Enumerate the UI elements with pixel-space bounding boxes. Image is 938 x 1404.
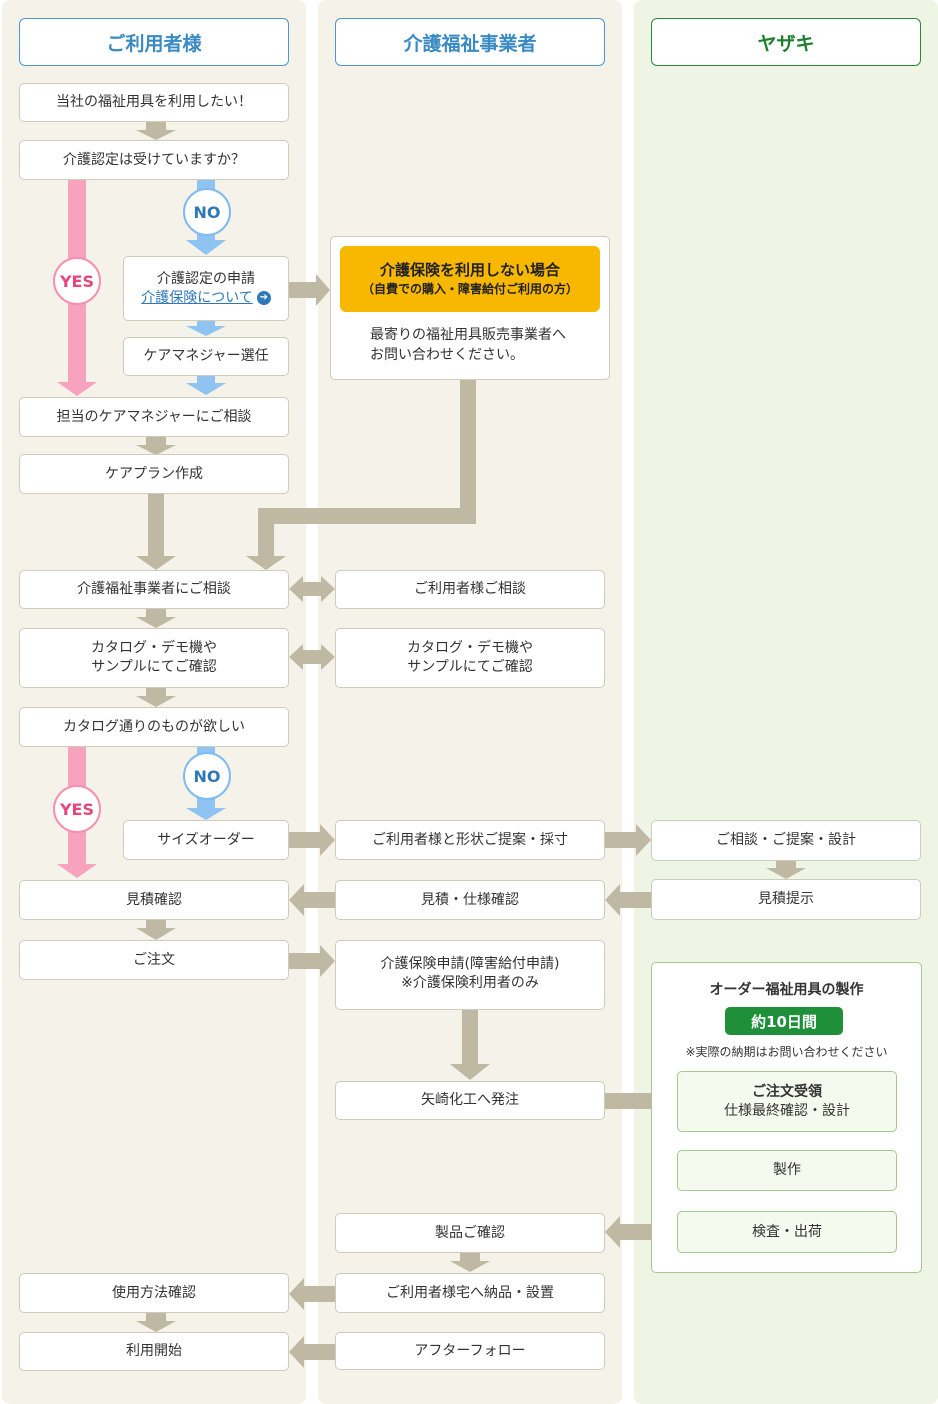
arrow-left — [605, 884, 651, 916]
arrow-right-circle-icon[interactable]: ➔ — [256, 290, 271, 305]
step-user-catalog-check: カタログ・デモ機や サンプルにてご確認 — [19, 628, 289, 688]
step-inspect-ship: 検査・出荷 — [677, 1211, 897, 1253]
no-insurance-note-1: 最寄りの福祉用具販売事業者へ — [370, 327, 566, 343]
biz-catalog-line-2: サンプルにてご確認 — [407, 659, 533, 675]
final-spec-label: 仕様最終確認・設計 — [724, 1102, 850, 1119]
duration-note: ※実際の納期はお問い合わせください — [685, 1045, 888, 1059]
arrow-down — [136, 1313, 176, 1332]
insurance-link-wrap[interactable]: 介護保険について➔ — [141, 289, 271, 308]
arrow-down — [136, 437, 176, 455]
step-care-plan: ケアプラン作成 — [19, 454, 289, 494]
no-insurance-subtitle: （自費での購入・障害給付ご利用の方） — [361, 282, 578, 296]
arrow-elbow — [246, 380, 476, 570]
insurance-apply-line-1: 介護保険申請(障害給付申請) — [380, 956, 560, 972]
insurance-link[interactable]: 介護保険について — [141, 289, 253, 306]
no-insurance-note: 最寄りの福祉用具販売事業者へ お問い合わせください。 — [350, 325, 600, 365]
step-certified-question: 介護認定は受けていますか？ — [19, 140, 289, 180]
biz-after-follow: アフターフォロー — [335, 1332, 605, 1370]
gray-arrows — [136, 122, 806, 1368]
yazaki-consult-design: ご相談・ご提案・設計 — [651, 820, 921, 861]
arrow-double — [289, 644, 335, 670]
arrow-down — [136, 688, 176, 707]
arrow-left — [289, 1336, 335, 1368]
biz-catalog-line-1: カタログ・デモ機や — [407, 640, 533, 656]
arrow-down — [136, 122, 176, 140]
duration-badge: 約10日間 — [725, 1007, 843, 1035]
biz-product-check: 製品ご確認 — [335, 1213, 605, 1253]
catalog-line-2: サンプルにてご確認 — [91, 659, 217, 675]
lane-business — [318, 0, 622, 1404]
step-want-catalog: カタログ通りのものが欲しい — [19, 707, 289, 747]
step-apply-certification: 介護認定の申請 介護保険について➔ — [123, 256, 289, 321]
arrow-right — [289, 274, 330, 306]
biz-order-yazaki: 矢崎化工へ発注 — [335, 1081, 605, 1120]
arrow-right — [289, 824, 335, 856]
step-order-received: ご注文受領 仕様最終確認・設計 — [677, 1071, 897, 1132]
yes-badge: YES — [53, 257, 101, 305]
biz-user-consult: ご利用者様ご相談 — [335, 570, 605, 609]
step-consult-business: 介護福祉事業者にご相談 — [19, 570, 289, 609]
arrow-left — [289, 1278, 335, 1310]
order-received-label: ご注文受領 — [752, 1083, 822, 1100]
arrow-right — [289, 945, 335, 977]
lane-header-yazaki: ヤザキ — [651, 18, 921, 66]
no-badge: NO — [183, 752, 231, 800]
yazaki-estimate: 見積提示 — [651, 879, 921, 920]
step-want-use: 当社の福祉用具を利用したい！ — [19, 83, 289, 122]
step-order: ご注文 — [19, 940, 289, 980]
step-usage-confirm: 使用方法確認 — [19, 1273, 289, 1313]
no-insurance-header: 介護保険を利用しない場合 （自費での購入・障害給付ご利用の方） — [340, 246, 600, 312]
biz-estimate-spec: 見積・仕様確認 — [335, 880, 605, 920]
no-arrow — [186, 376, 226, 395]
step-size-order: サイズオーダー — [123, 820, 289, 860]
step-manufacture: 製作 — [677, 1150, 897, 1191]
arrow-right — [605, 824, 651, 856]
no-badge: NO — [183, 188, 231, 236]
biz-catalog-check: カタログ・デモ機や サンプルにてご確認 — [335, 628, 605, 688]
arrow-double — [289, 576, 335, 602]
production-title: オーダー福祉用具の製作 — [709, 982, 864, 998]
arrow-down — [766, 861, 806, 879]
step-select-care-manager: ケアマネジャー選任 — [123, 337, 289, 376]
apply-cert-label: 介護認定の申請 — [157, 270, 255, 287]
no-arrow — [186, 321, 226, 336]
arrow-down — [136, 609, 176, 628]
step-consult-care-manager: 担当のケアマネジャーにご相談 — [19, 397, 289, 437]
no-insurance-note-2: お問い合わせください。 — [370, 347, 524, 363]
no-insurance-title: 介護保険を利用しない場合 — [379, 261, 560, 279]
arrow-down — [136, 494, 176, 570]
lane-header-user: ご利用者様 — [19, 18, 289, 66]
biz-insurance-apply: 介護保険申請(障害給付申請) ※介護保険利用者のみ — [335, 940, 605, 1010]
arrow-down — [450, 1253, 490, 1272]
arrow-down — [450, 1010, 490, 1080]
arrow-left — [289, 884, 335, 916]
step-estimate-confirm: 見積確認 — [19, 880, 289, 920]
lane-header-business: 介護福祉事業者 — [335, 18, 605, 66]
insurance-apply-line-2: ※介護保険利用者のみ — [401, 975, 539, 991]
step-start-use: 利用開始 — [19, 1332, 289, 1371]
biz-proposal: ご利用者様と形状ご提案・採寸 — [335, 820, 605, 860]
catalog-line-1: カタログ・デモ機や — [91, 640, 217, 656]
arrow-down — [136, 920, 176, 940]
biz-delivery: ご利用者様宅へ納品・設置 — [335, 1273, 605, 1313]
yes-badge: YES — [53, 785, 101, 833]
